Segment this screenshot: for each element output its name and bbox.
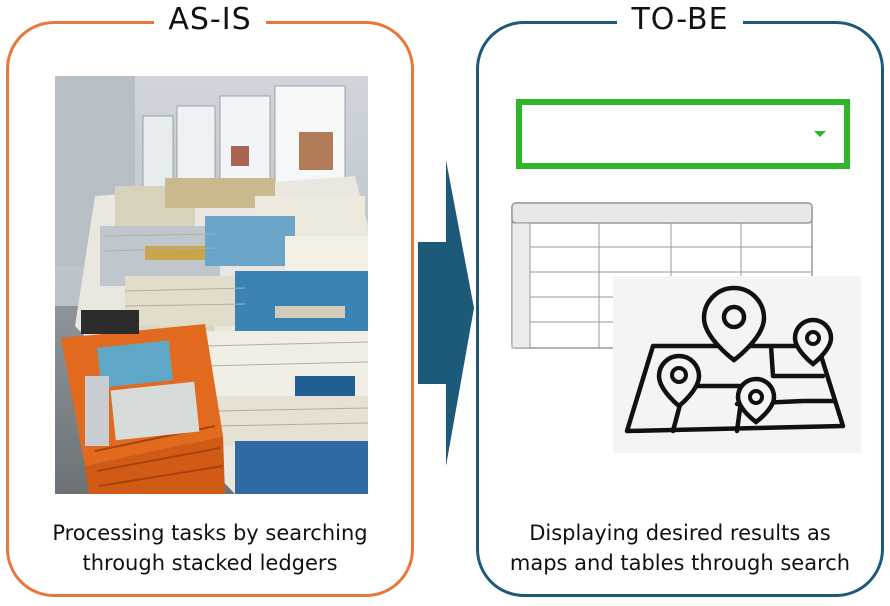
as-is-caption: Processing tasks by searching through st… [9,518,411,578]
search-dropdown[interactable] [516,99,850,169]
to-be-caption: Displaying desired results as maps and t… [479,518,881,578]
right-arrow-icon [418,160,474,466]
to-be-title-wrap: TO-BE [479,2,881,37]
to-be-caption-line1: Displaying desired results as [529,521,831,545]
as-is-title: AS-IS [154,2,266,37]
as-is-caption-line1: Processing tasks by searching [52,521,368,545]
as-is-title-wrap: AS-IS [9,2,411,37]
to-be-panel: TO-BE [476,2,884,597]
as-is-panel: AS-IS [6,2,414,597]
chevron-down-icon[interactable] [814,131,826,137]
stacked-ledgers-photo [55,76,368,494]
map-pins-icon [624,285,846,434]
map-card [613,276,861,453]
to-be-caption-line2: maps and tables through search [509,551,851,575]
to-be-title: TO-BE [617,2,743,37]
as-is-caption-line2: through stacked ledgers [82,551,338,575]
